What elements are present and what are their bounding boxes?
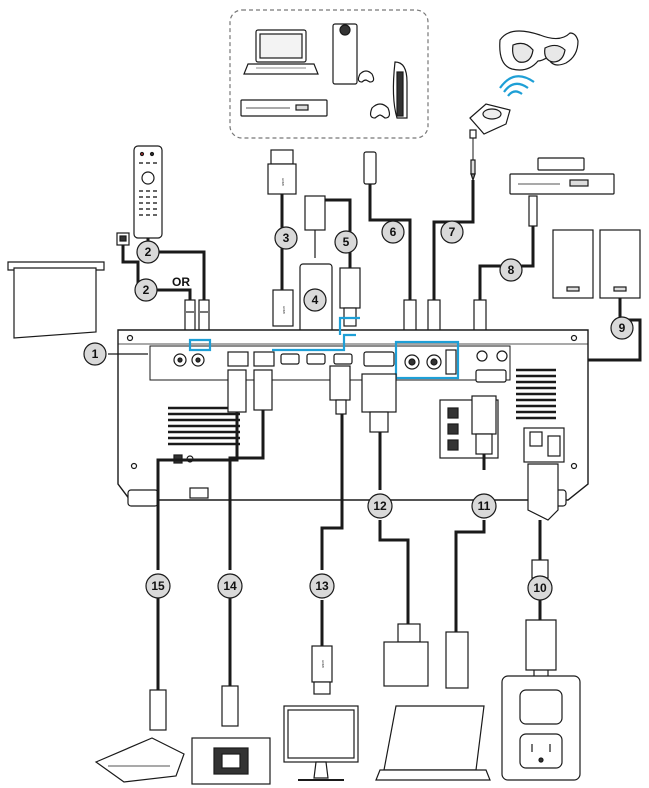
wall-outlet-icon xyxy=(501,675,581,781)
callout-14: 14 xyxy=(217,573,243,599)
or-label: OR xyxy=(172,275,190,289)
callout-7: 7 xyxy=(440,220,464,244)
callout-8-label: 8 xyxy=(508,263,515,277)
callout-11-label: 11 xyxy=(478,499,491,513)
game-controller-icon xyxy=(357,70,391,119)
source-devices-frame xyxy=(229,9,429,139)
lan-cable xyxy=(221,369,273,727)
network-jack-icon xyxy=(191,737,271,785)
callout-13: 13 xyxy=(309,573,335,599)
hdmi-label-top: HDMI xyxy=(281,178,285,186)
monitor-icon xyxy=(283,705,359,781)
callout-12-label: 12 xyxy=(373,499,387,513)
callout-12: 12 xyxy=(367,493,393,519)
rs232-cable xyxy=(445,395,497,689)
callout-6-label: 6 xyxy=(390,225,397,239)
hdmi-label-bottom: HDMI xyxy=(321,660,325,668)
callout-14-label: 14 xyxy=(223,579,237,593)
callout-1-label: 1 xyxy=(92,347,99,361)
projection-screen-icon xyxy=(7,261,105,339)
hdbaset-transmitter-icon xyxy=(94,737,185,783)
vga-cable xyxy=(361,373,429,687)
laptop-output-icon xyxy=(375,705,491,781)
projector-ports xyxy=(173,349,508,383)
callout-10-label: 10 xyxy=(533,581,547,595)
game-console-ps5-icon xyxy=(392,61,408,119)
callout-11: 11 xyxy=(471,493,497,519)
3d-sync-cable xyxy=(363,151,417,335)
projector-body xyxy=(117,329,589,507)
audio-player-icon xyxy=(509,157,615,195)
power-cable xyxy=(525,463,559,690)
callout-2b: 2 xyxy=(134,278,158,302)
power-socket xyxy=(523,427,565,463)
callout-15-label: 15 xyxy=(151,579,165,593)
callout-7-label: 7 xyxy=(449,225,456,239)
callout-6: 6 xyxy=(381,220,405,244)
callout-3: 3 xyxy=(274,226,298,250)
laptop-source-icon xyxy=(243,29,319,75)
game-console-tower-icon xyxy=(332,23,358,85)
callout-9-label: 9 xyxy=(619,321,626,335)
callout-9: 9 xyxy=(610,316,634,340)
3d-emitter-icon xyxy=(469,103,511,182)
audio-in-cable xyxy=(427,180,475,335)
hdmi-label-mid: HDMI xyxy=(282,306,286,314)
callout-4: 4 xyxy=(303,288,327,312)
callout-5-label: 5 xyxy=(343,235,350,249)
wireless-signal-icon xyxy=(499,75,535,97)
hdmi-cable-bottom: HDMI xyxy=(311,365,351,695)
remote-control-icon xyxy=(133,145,163,239)
speakers-icon xyxy=(552,229,641,299)
source-devices-group xyxy=(229,9,429,139)
callout-2a-label: 2 xyxy=(145,245,152,259)
port-highlight xyxy=(188,316,460,380)
wired-remote-plug-icon xyxy=(116,232,130,246)
callout-10: 10 xyxy=(527,575,553,601)
callout-2b-label: 2 xyxy=(143,283,150,297)
callout-5: 5 xyxy=(334,230,358,254)
callout-1: 1 xyxy=(83,342,148,366)
callout-15: 15 xyxy=(145,573,171,599)
callout-4-label: 4 xyxy=(312,293,319,307)
hdbaset-cable xyxy=(149,369,247,731)
callout-2a: 2 xyxy=(136,240,160,264)
callout-3-label: 3 xyxy=(283,231,290,245)
remote-jack-plugs xyxy=(184,299,210,335)
dvd-player-source-icon xyxy=(240,99,328,117)
callout-8: 8 xyxy=(499,258,523,282)
callout-13-label: 13 xyxy=(315,579,329,593)
3d-glasses-icon xyxy=(499,30,579,71)
